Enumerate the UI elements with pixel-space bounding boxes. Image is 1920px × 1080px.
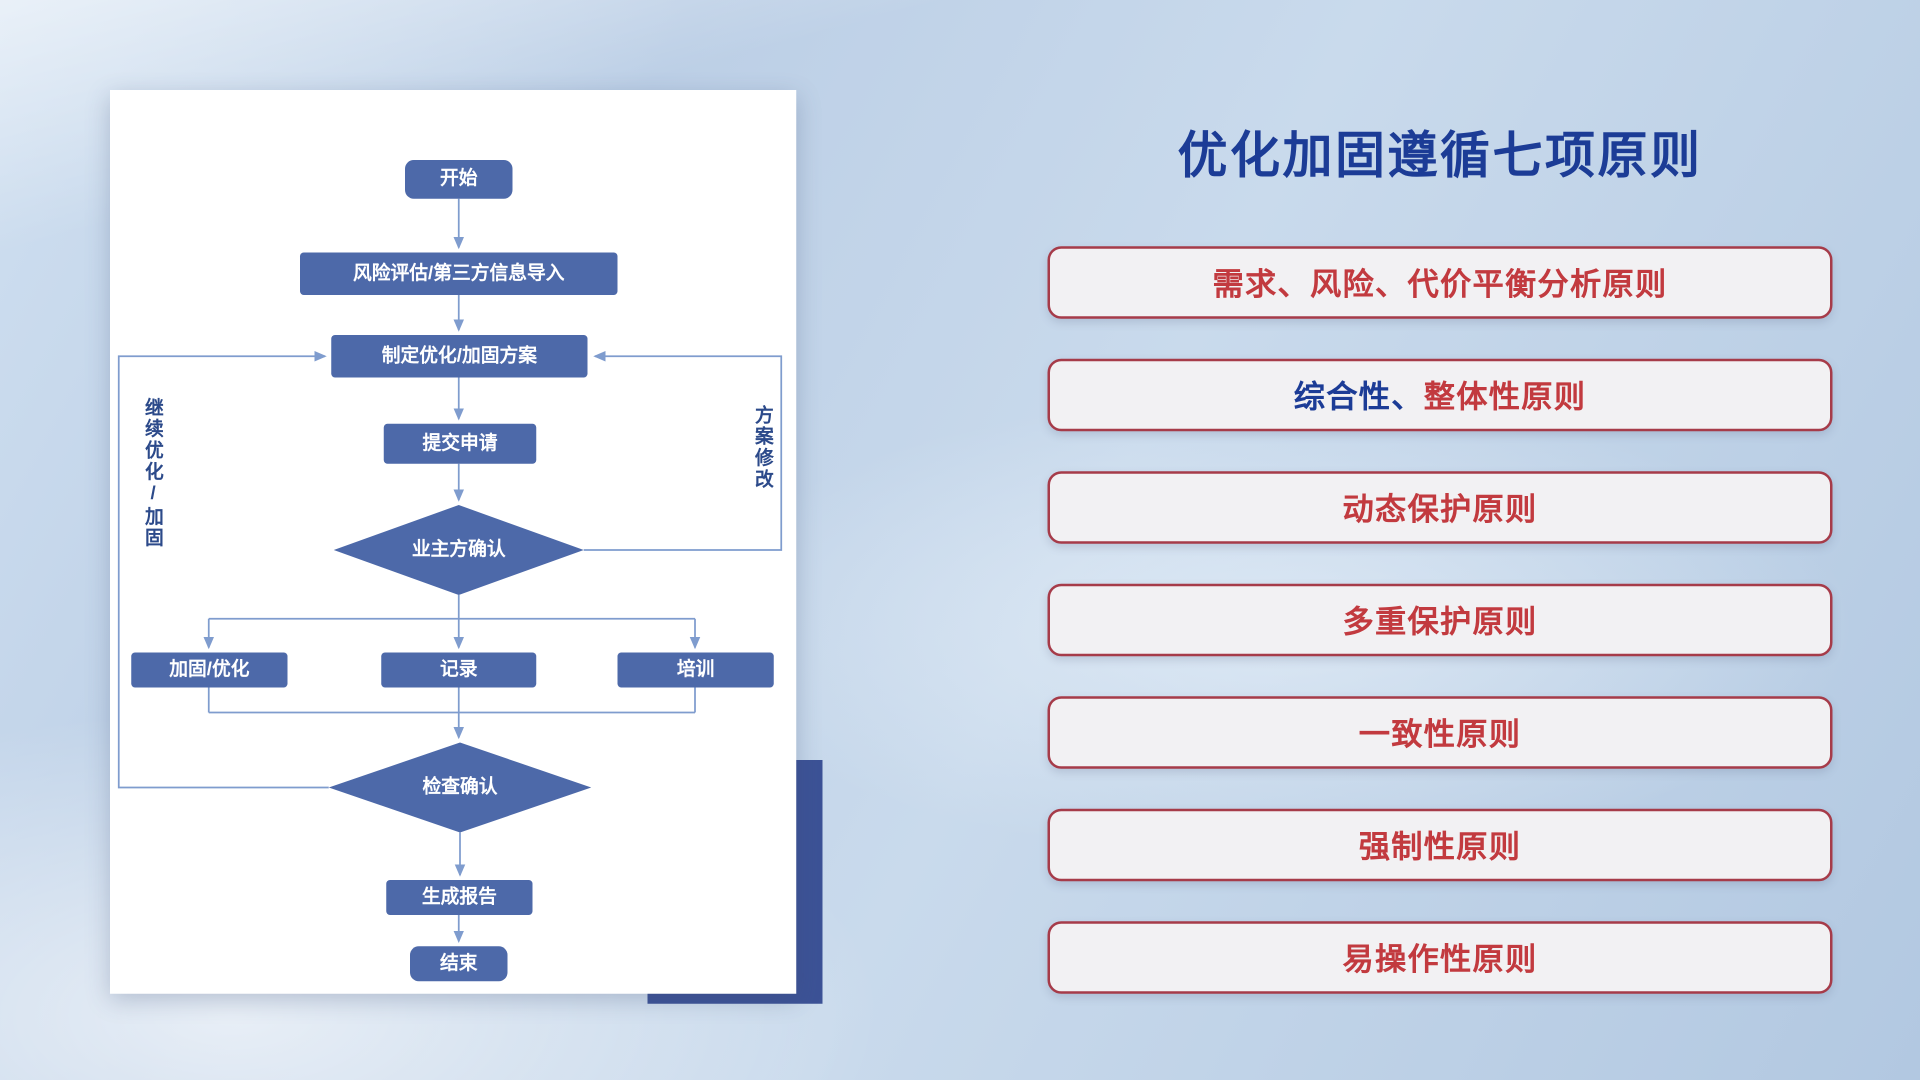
edge-owner-plan-loop	[583, 351, 783, 551]
principle-card: 强制性原则	[1047, 808, 1833, 882]
flow-node-plan: 制定优化/加固方案	[331, 335, 588, 378]
flow-node-start: 开始	[405, 160, 513, 199]
flow-node-training: 培训	[617, 652, 774, 688]
loop-label-continue: 继续优化/加固	[142, 397, 164, 549]
flow-node-submit: 提交申请	[383, 423, 537, 464]
loop-label-revise: 方案修改	[752, 405, 774, 490]
principle-segment: 综合性、	[1293, 380, 1424, 415]
flow-connectors	[117, 198, 783, 943]
flow-node-harden: 加固/优化	[131, 652, 288, 688]
principle-card: 一致性原则	[1047, 696, 1833, 769]
principle-segment: 动态保护原则	[1342, 492, 1538, 528]
flow-node-record: 记录	[381, 652, 537, 688]
principle-segment: 整体性原则	[1423, 380, 1587, 415]
edge-check-plan-loop	[117, 351, 329, 789]
principle-segment: 多重保护原则	[1342, 605, 1538, 640]
panel-title: 优化加固遵循七项原则	[1177, 128, 1703, 184]
principle-segment: 一致性原则	[1358, 717, 1522, 753]
principle-segment: 强制性原则	[1358, 830, 1522, 865]
principle-card: 需求、风险、代价平衡分析原则	[1047, 246, 1833, 319]
principle-card: 综合性、整体性原则	[1047, 358, 1833, 432]
flow-node-end: 结束	[410, 946, 508, 982]
principle-card: 多重保护原则	[1047, 583, 1833, 657]
principle-card: 易操作性原则	[1047, 921, 1833, 994]
principle-card: 动态保护原则	[1047, 471, 1833, 544]
principle-segment: 需求、风险、代价平衡分析原则	[1212, 267, 1668, 303]
flowchart-card: 开始 风险评估/第三方信息导入 制定优化/加固方案 提交申请 业主方确认 加固/…	[110, 90, 797, 994]
flow-node-risk: 风险评估/第三方信息导入	[300, 252, 618, 295]
flow-node-report: 生成报告	[386, 880, 533, 915]
principle-segment: 易操作性原则	[1342, 942, 1538, 978]
